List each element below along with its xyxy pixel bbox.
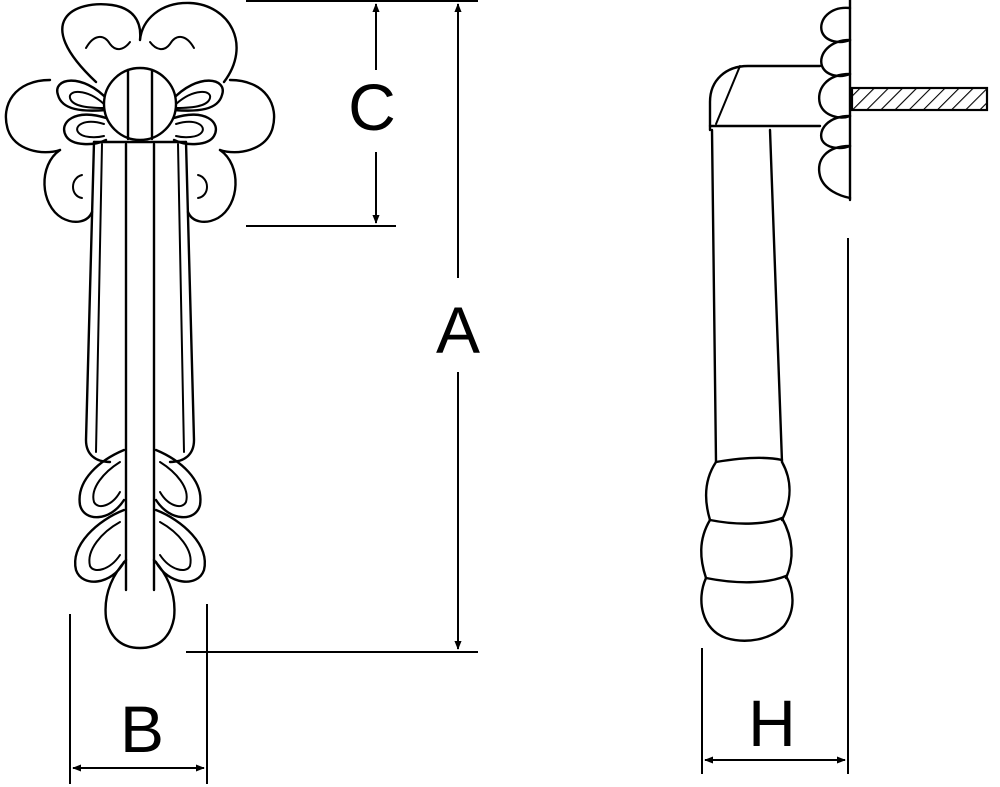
threaded-screw (850, 86, 989, 112)
dimension-label-b: B (120, 692, 164, 766)
side-handle-profile (700, 64, 822, 642)
side-view (700, 0, 989, 642)
stem-leaves (73, 448, 207, 583)
rosette-backplate (4, 1, 276, 224)
dimension-a: A (436, 3, 480, 650)
mounting-boss (102, 66, 178, 142)
drop-stem (84, 140, 196, 592)
dimension-b: B (72, 692, 205, 772)
dimension-h: H (704, 686, 846, 764)
dimensions: A C B H (69, 0, 849, 784)
dimension-label-a: A (436, 293, 480, 367)
dimension-c: C (348, 3, 396, 224)
boss-petals (56, 79, 224, 146)
teardrop-finial (104, 558, 176, 650)
front-view (4, 1, 276, 650)
dimension-label-c: C (348, 70, 396, 144)
dimension-label-h: H (748, 686, 796, 760)
side-backplate-profile (817, 0, 852, 202)
